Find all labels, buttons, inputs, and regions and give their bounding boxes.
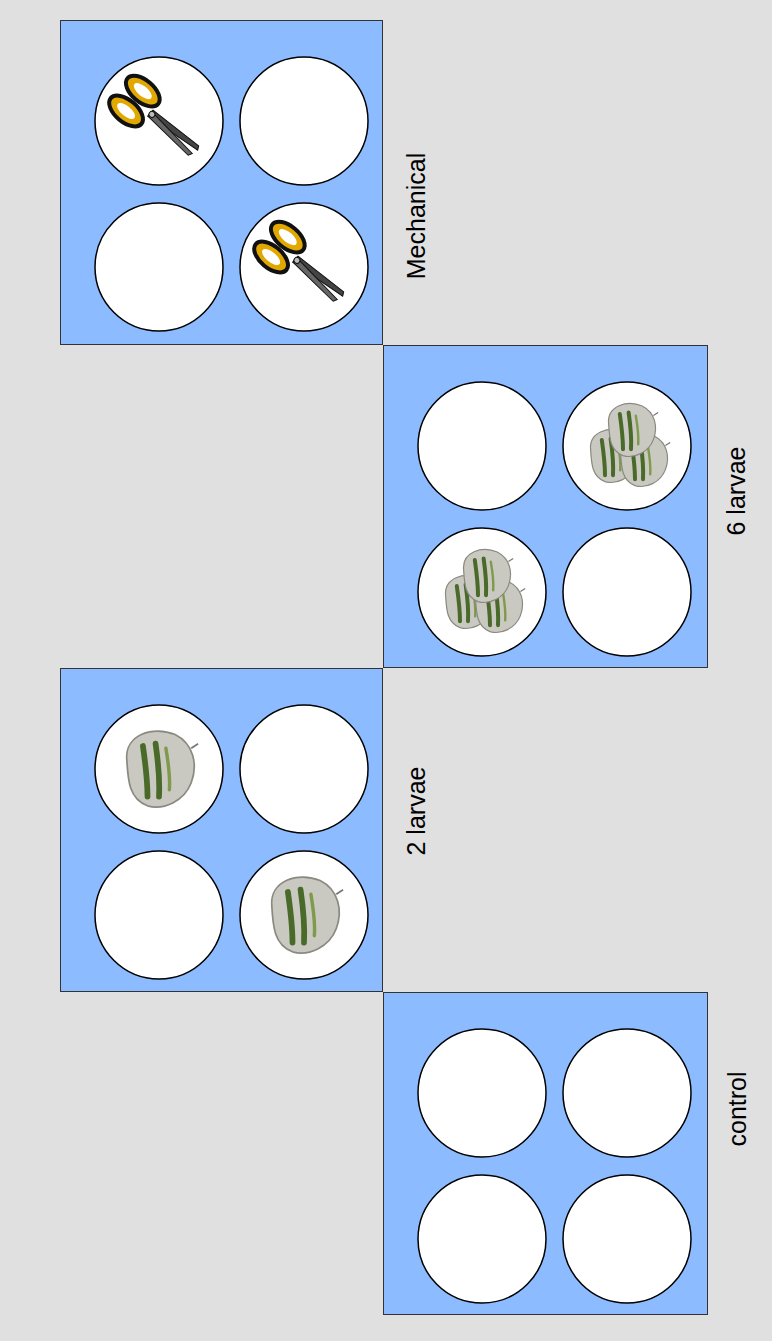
treatment-label: control <box>725 1071 750 1146</box>
treatment-box: 2 larvae <box>60 668 383 992</box>
treatment-box: Mechanical <box>60 20 383 345</box>
leaf-disc-illustration <box>384 993 709 1316</box>
leaf-disc-illustration <box>61 21 384 346</box>
leaf-disc-illustration <box>384 346 709 669</box>
treatment-label: 6 larvae <box>724 447 749 536</box>
treatment-box: control <box>383 992 708 1315</box>
leaf-disc-illustration <box>61 669 384 993</box>
treatment-label: 2 larvae <box>404 767 429 856</box>
treatment-box: 6 larvae <box>383 345 708 668</box>
treatment-label: Mechanical <box>404 153 429 279</box>
